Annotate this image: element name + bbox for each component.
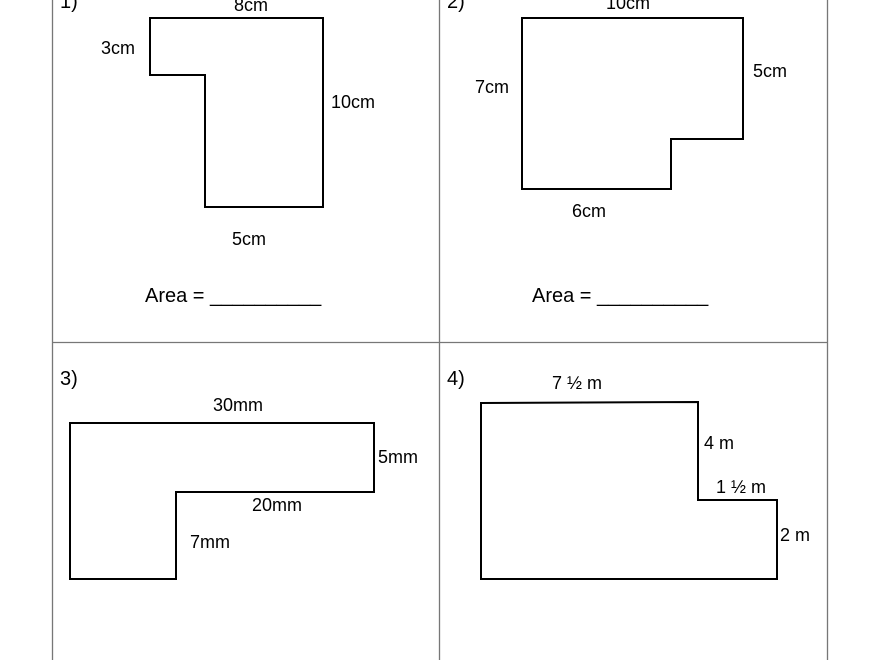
dimension-label-inner-side: 7mm [190, 532, 230, 552]
dimension-label-inner: 20mm [252, 495, 302, 515]
dimension-label-left: 3cm [101, 38, 135, 58]
shape-outline [480, 400, 778, 580]
dimension-label-top: 30mm [213, 395, 263, 415]
dimension-label-bottom: 6cm [572, 201, 606, 221]
problem-3: 3) 30mm 5mm 20mm 7mm [60, 368, 418, 580]
dimension-label-right: 5mm [378, 447, 418, 467]
dimension-label-right-upper: 4 m [704, 433, 734, 453]
problem-1: 1) 8cm 3cm 10cm 5cm Area = __________ [60, 0, 375, 307]
problem-number: 2) [447, 0, 465, 13]
area-answer-line: Area = __________ [145, 285, 322, 307]
problem-number: 1) [60, 0, 78, 13]
dimension-label-right: 5cm [753, 61, 787, 81]
problem-number: 3) [60, 368, 78, 390]
dimension-label-bottom: 5cm [232, 229, 266, 249]
dimension-label-top: 8cm [234, 0, 268, 15]
dimension-label-top: 7 ½ m [552, 373, 602, 393]
dimension-label-left: 7cm [475, 77, 509, 97]
area-answer-line: Area = __________ [532, 285, 709, 307]
shape-outline [149, 17, 324, 208]
dimension-label-step: 1 ½ m [716, 477, 766, 497]
shape-outline [521, 17, 744, 190]
problem-number: 4) [447, 368, 465, 390]
dimension-label-right-lower: 2 m [780, 525, 810, 545]
dimension-label-top: 10cm [606, 0, 650, 13]
problem-2: 2) 10cm 5cm 7cm 6cm Area = __________ [447, 0, 787, 307]
shape-outline [69, 422, 375, 580]
dimension-label-right: 10cm [331, 92, 375, 112]
problem-4: 4) 7 ½ m 4 m 1 ½ m 2 m [447, 368, 810, 580]
